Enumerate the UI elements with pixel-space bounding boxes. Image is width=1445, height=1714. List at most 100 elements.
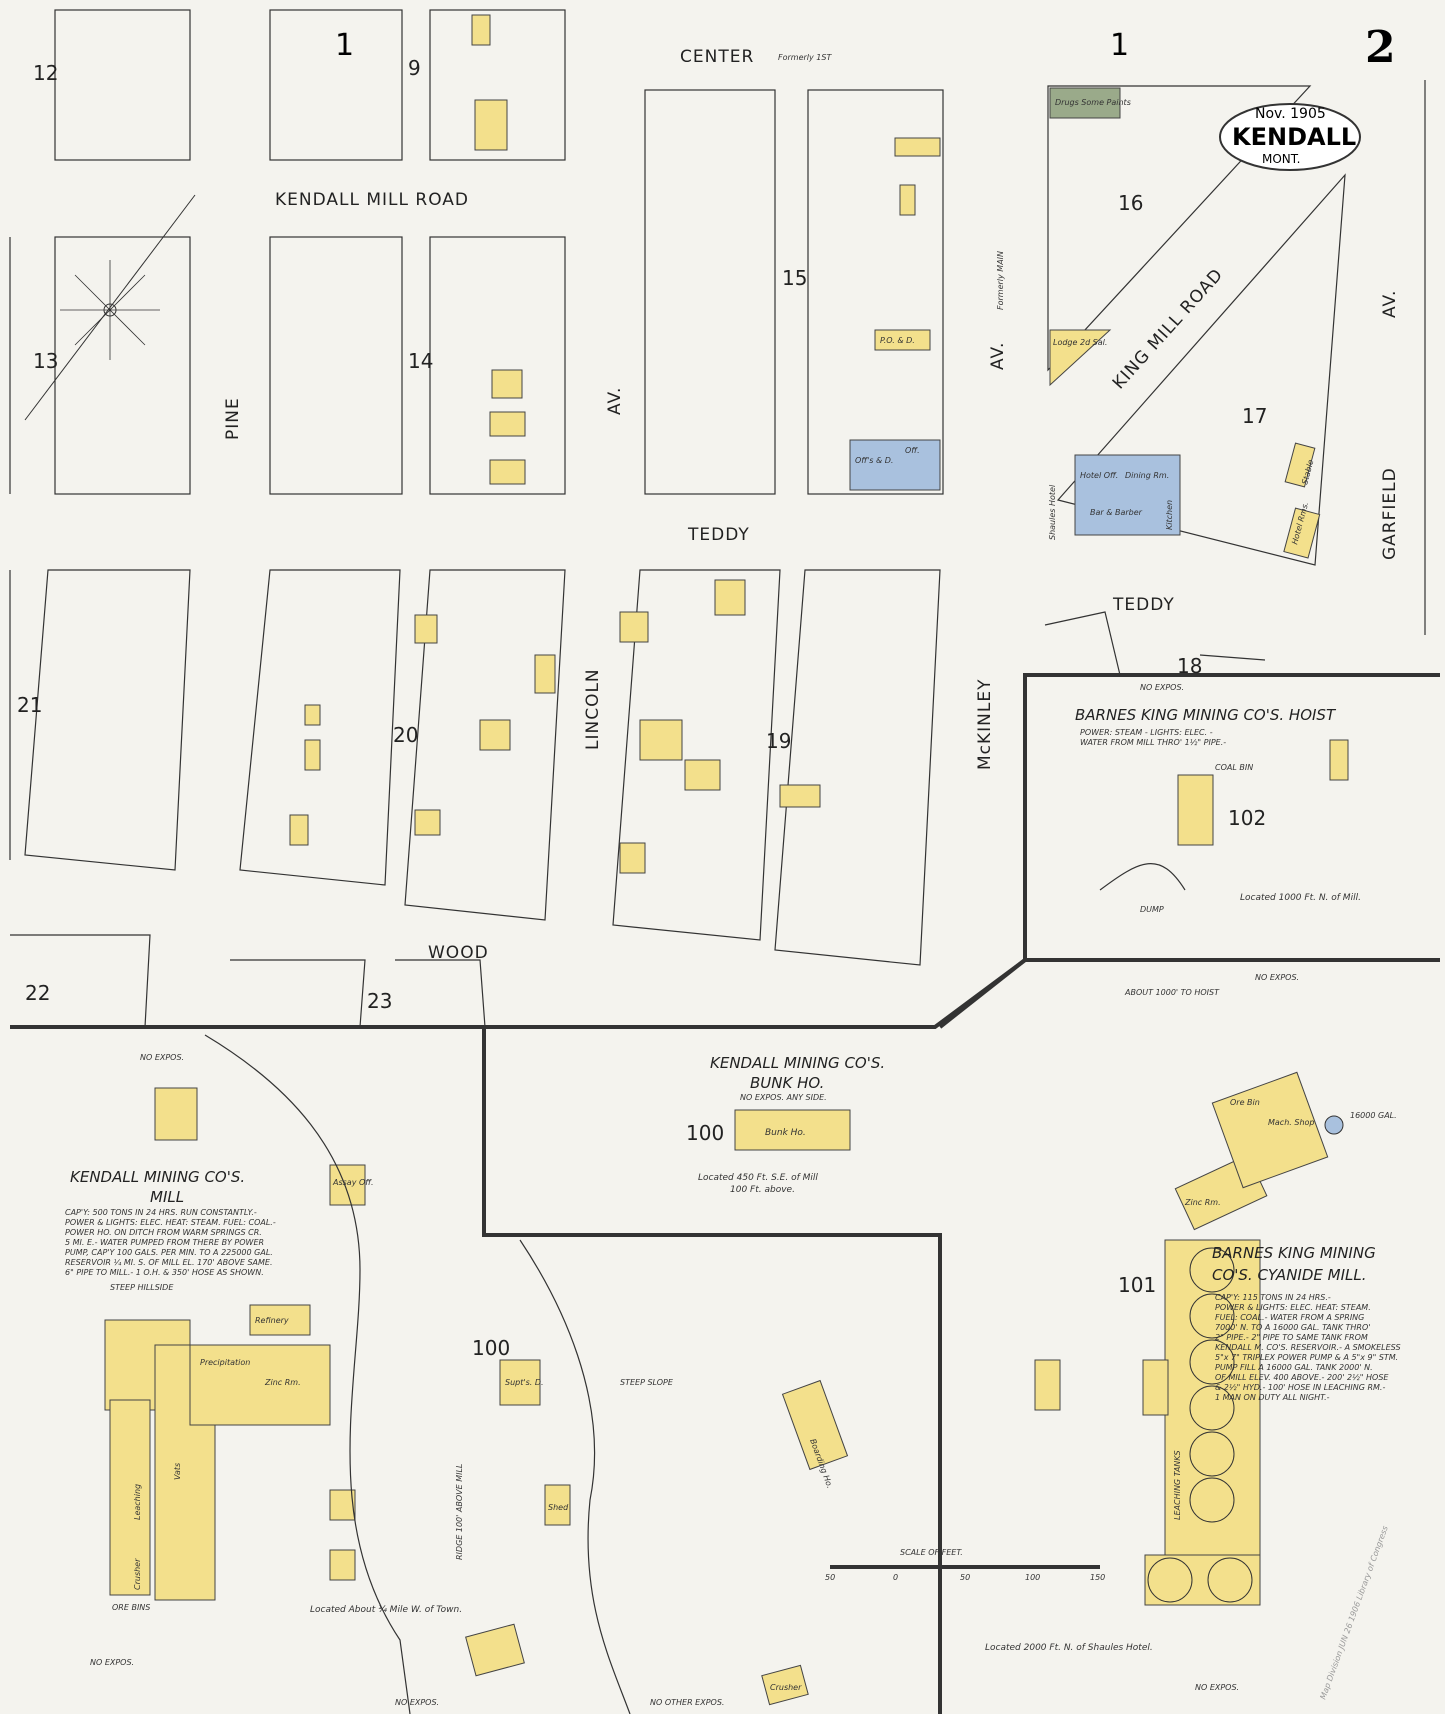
hoist-location: Located 1000 Ft. N. of Mill.	[1240, 893, 1361, 903]
cartouche: Nov. 1905 KENDALL MONT. 2 1 1	[335, 22, 1396, 171]
street-lincoln: LINCOLN	[583, 668, 603, 750]
block-number: 22	[25, 981, 50, 1005]
cyanide-mill: BARNES KING MINING CO'S. CYANIDE MILL. C…	[985, 988, 1401, 1653]
crusher-label: Crusher	[133, 1558, 142, 1590]
street-av: AV.	[605, 387, 625, 415]
shed-label: Shed	[548, 1503, 569, 1512]
hoist-inset: BARNES KING MINING CO'S. HOIST POWER: ST…	[1075, 683, 1361, 914]
cyanide-note: CAP'Y: 115 TONS IN 24 HRS.-	[1215, 1293, 1331, 1302]
assay-office-label: Assay Off.	[332, 1178, 374, 1187]
kendall-mill-title: MILL	[150, 1188, 184, 1206]
label-dining-room: Dining Rm.	[1125, 471, 1169, 480]
leaching-tanks	[1147, 1115, 1344, 1603]
street-main-former: Formerly MAIN	[996, 251, 1005, 310]
label-bar-barber: Bar & Barber	[1090, 508, 1143, 517]
north-arrow-icon	[24, 194, 196, 421]
mill-number: 100	[472, 1336, 510, 1360]
hoist-title: BARNES KING MINING CO'S. HOIST	[1075, 706, 1337, 724]
label-shaules-hotel: Shaules Hotel	[1048, 484, 1057, 540]
hillside-line	[204, 1034, 411, 1714]
coal-bin-label: COAL BIN	[1215, 763, 1253, 772]
scale-tick: 150	[1090, 1573, 1105, 1582]
steep-hillside-label: STEEP HILLSIDE	[110, 1283, 174, 1292]
scale-tick: 100	[1025, 1573, 1040, 1582]
cyanide-mill-title: CO'S. CYANIDE MILL.	[1212, 1266, 1366, 1284]
street-teddy: TEDDY	[687, 525, 750, 545]
block-numbers: 12 13 9 14 15 16 17 18 19 20 21 22 23	[17, 56, 1267, 1013]
map-date: Nov. 1905	[1255, 106, 1326, 122]
ore-bin-label: Ore Bin	[1230, 1098, 1260, 1107]
no-expos: NO EXPOS.	[1140, 683, 1184, 692]
bunk-inset-border	[482, 1027, 942, 1714]
cyanide-note: 5"x 7" TRIPLEX POWER PUMP & A 5"x 9" STM…	[1215, 1353, 1398, 1362]
street-wood: WOOD	[428, 943, 489, 963]
vats-label: Vats	[173, 1463, 182, 1480]
scale-tick: 50	[960, 1573, 970, 1582]
bunk-location: 100 Ft. above.	[730, 1185, 795, 1195]
machine-shop-label: Mach. Shop	[1268, 1118, 1314, 1127]
cyanide-note: KENDALL M. CO'S. RESERVOIR.- A SMOKELESS	[1215, 1343, 1401, 1352]
kendall-mill-title: KENDALL MINING CO'S.	[70, 1168, 245, 1186]
volume-mark: 1	[1110, 28, 1129, 63]
building-labels: Drugs Some Paints Lodge 2d Sal. Shaules …	[855, 98, 1316, 546]
street-center: CENTER	[680, 47, 754, 67]
supts-dwelling-label: Supt's. D.	[505, 1378, 544, 1387]
cyanide-mill-number: 101	[1118, 1273, 1156, 1297]
mill-note: CAP'Y: 500 TONS IN 24 HRS. RUN CONSTANTL…	[65, 1208, 257, 1217]
cyanide-note: 1 MAN ON DUTY ALL NIGHT.-	[1215, 1393, 1330, 1402]
scale-label: SCALE OF FEET.	[900, 1548, 963, 1557]
no-expos: NO EXPOS.	[1255, 973, 1299, 982]
steep-slope-label: STEEP SLOPE	[620, 1378, 674, 1387]
section-border	[10, 958, 1440, 1029]
label-hotel-office: Hotel Off.	[1080, 471, 1118, 480]
slope-line	[519, 1239, 631, 1714]
street-blocks	[9, 9, 1426, 1028]
block-number: 12	[33, 61, 58, 85]
precipitation-label: Precipitation	[200, 1358, 250, 1367]
leaching-tanks-label: LEACHING TANKS	[1173, 1450, 1182, 1520]
mill-note: 6" PIPE TO MILL.- 1 O.H. & 350' HOSE AS …	[65, 1268, 264, 1277]
border-diag	[938, 958, 1027, 1029]
no-expos: NO EXPOS.	[1195, 1683, 1239, 1692]
block-number: 16	[1118, 191, 1143, 215]
cyanide-note: 7000' N. TO A 16000 GAL. TANK THRO'	[1215, 1323, 1370, 1332]
bunk-title: BUNK HO.	[750, 1074, 824, 1092]
block-number: 17	[1242, 404, 1267, 428]
bunk-house-inset: KENDALL MINING CO'S. BUNK HO. NO EXPOS. …	[686, 1054, 885, 1195]
hoist-note: WATER FROM MILL THRO' 1½" PIPE.-	[1080, 738, 1226, 747]
street-mckinley: McKINLEY	[975, 679, 995, 771]
no-expos: NO EXPOS.	[140, 1053, 184, 1062]
dump-line	[1099, 863, 1186, 891]
dump-label: DUMP	[1140, 905, 1164, 914]
refinery-label: Refinery	[255, 1316, 289, 1325]
mill-location: Located About ¼ Mile W. of Town.	[310, 1605, 462, 1615]
block-number: 14	[408, 349, 433, 373]
sheet-number: 2	[1365, 22, 1396, 73]
street-labels: CENTER Formerly 1ST KENDALL MILL ROAD PI…	[223, 47, 1400, 963]
buildings	[104, 14, 1349, 1706]
exposure-labels: NO EXPOS. NO EXPOS. NO EXPOS. NO EXPOS. …	[90, 973, 1299, 1707]
tank-label: 16000 GAL.	[1350, 1111, 1397, 1120]
state-name: MONT.	[1262, 152, 1301, 166]
volume-mark: 1	[335, 28, 354, 63]
mill-note: PUMP, CAP'Y 100 GALS. PER MIN. TO A 2250…	[65, 1248, 273, 1257]
block-number: 20	[393, 723, 418, 747]
scale-tick: 50	[825, 1573, 835, 1582]
cyanide-note: PUMP FILL A 16000 GAL. TANK 2000' N.	[1215, 1363, 1373, 1372]
library-stamp: Map Division JUN 26 1906 Library of Cong…	[1318, 1525, 1389, 1701]
label-drugs: Drugs Some Paints	[1055, 98, 1131, 107]
street-pine: PINE	[223, 397, 243, 440]
cyanide-location: Located 2000 Ft. N. of Shaules Hotel.	[985, 1643, 1153, 1653]
block-number: 9	[408, 56, 421, 80]
cyanide-note: FUEL: COAL.- WATER FROM A SPRING	[1215, 1313, 1364, 1322]
no-expos: NO EXPOS.	[395, 1698, 439, 1707]
label-offices: Off's & D.	[855, 456, 893, 465]
no-other-expos: NO OTHER EXPOS.	[650, 1698, 724, 1707]
zinc-room-label: Zinc Rm.	[1184, 1198, 1221, 1207]
cyanide-note: 2" PIPE.- 2" PIPE TO SAME TANK FROM	[1215, 1333, 1368, 1342]
street-main-av: AV.	[988, 342, 1008, 370]
cyanide-mill-title: BARNES KING MINING	[1212, 1244, 1376, 1262]
cyanide-note: OF MILL ELEV. 400 ABOVE.- 200' 2½" HOSE	[1215, 1373, 1389, 1382]
bunk-house-label: Bunk Ho.	[765, 1128, 806, 1138]
kendall-mill: KENDALL MINING CO'S. MILL CAP'Y: 500 TON…	[65, 1168, 834, 1707]
